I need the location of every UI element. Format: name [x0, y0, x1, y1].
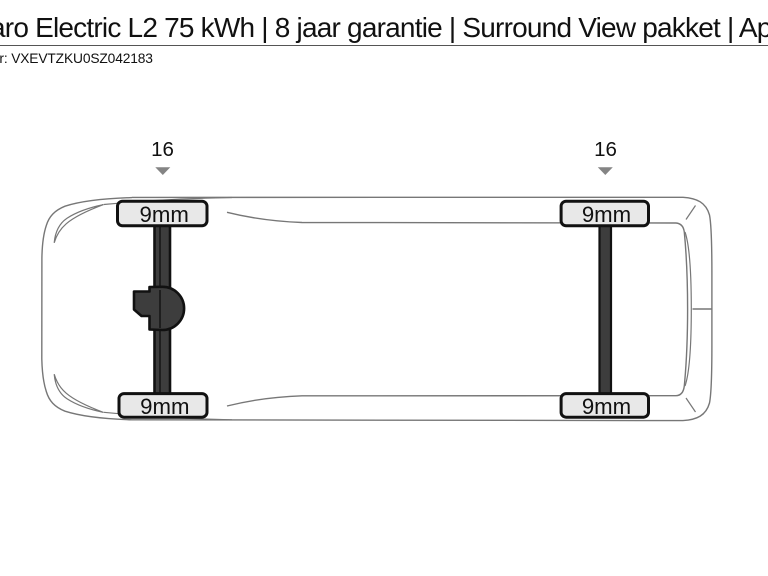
svg-text:9mm: 9mm: [140, 202, 189, 227]
svg-text:16: 16: [594, 138, 617, 161]
svg-text:9mm: 9mm: [582, 394, 631, 419]
svg-text:9mm: 9mm: [140, 394, 189, 419]
svg-text:16: 16: [151, 138, 174, 161]
svg-text:9mm: 9mm: [582, 202, 631, 227]
